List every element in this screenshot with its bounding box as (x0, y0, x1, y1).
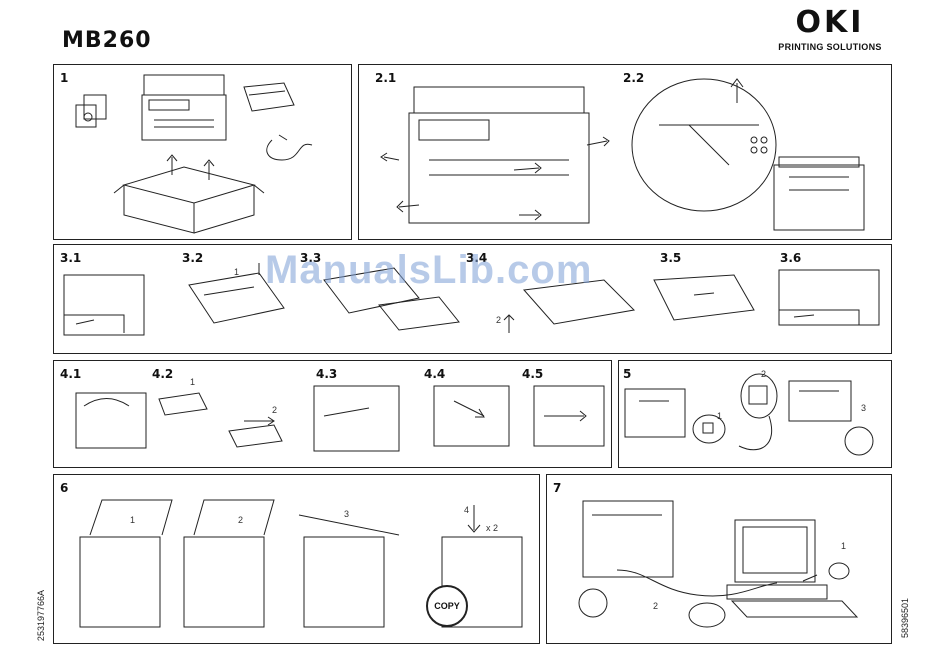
document-code-right: 58396501 (900, 598, 910, 638)
step-3-panel: 3.1 3.2 3.3 3.4 3.5 3.6 1 2 (53, 244, 892, 354)
brand-tagline: PRINTING SOLUTIONS (770, 42, 890, 52)
oki-logo: OKI PRINTING SOLUTIONS (770, 6, 890, 52)
step-7-panel: 7 1 2 (546, 474, 892, 644)
power-connection-illustration (619, 361, 891, 467)
step-2-panel: 2.1 2.2 (358, 64, 892, 240)
remove-tape-illustration (359, 65, 891, 239)
copy-steps-illustration (54, 475, 539, 643)
step-5-panel: 5 1 2 3 (618, 360, 892, 468)
unpacking-illustration (54, 65, 351, 239)
brand-name: OKI (770, 6, 890, 40)
step-1-panel: 1 (53, 64, 352, 240)
step-4-panel: 4.1 4.2 4.3 4.4 4.5 1 2 (53, 360, 612, 468)
document-code-left: 253197766A (36, 590, 46, 641)
copy-button: COPY (426, 585, 468, 627)
step-6-panel: 6 1 2 3 4 x 2 COPY (53, 474, 540, 644)
document-title: MB260 (62, 28, 152, 53)
usb-connection-illustration (547, 475, 891, 643)
paper-tray-illustration (54, 245, 891, 353)
toner-install-illustration (54, 361, 611, 467)
